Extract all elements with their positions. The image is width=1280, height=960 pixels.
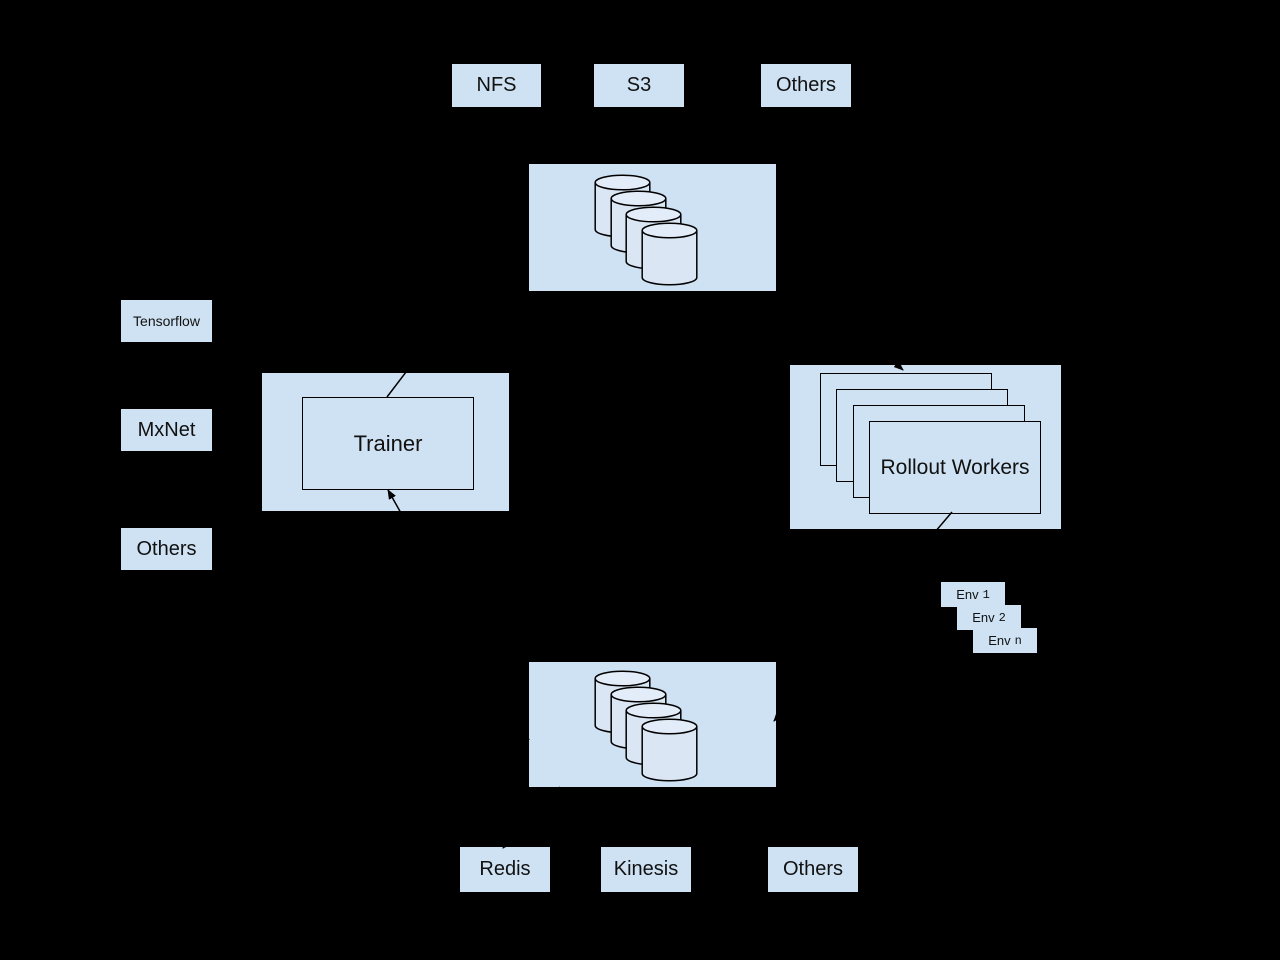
rollout-workers-label: Rollout Workers: [880, 455, 1030, 479]
service-box-others-bottom: Others: [768, 847, 858, 892]
framework-label: MxNet: [137, 418, 196, 441]
service-label: NFS: [476, 74, 517, 96]
service-label: Others: [775, 74, 837, 96]
framework-label: Tensorflow: [133, 313, 200, 329]
rollout-worker-box-front: Rollout Workers: [869, 421, 1041, 514]
framework-box-mxnet: MxNet: [121, 409, 212, 451]
service-label: Redis: [479, 858, 531, 880]
bottom-storage-panel: [529, 662, 776, 787]
service-label: Others: [782, 858, 844, 880]
framework-box-others: Others: [121, 528, 212, 570]
top-storage-panel: [529, 164, 776, 291]
env-label: Env: [972, 610, 995, 625]
service-box-kinesis: Kinesis: [601, 847, 691, 892]
service-label: Kinesis: [613, 858, 679, 880]
connector-top-storage-to-workers: [777, 257, 904, 371]
trainer-label: Trainer: [353, 430, 423, 456]
env-label: Env: [988, 633, 1011, 648]
rollout-workers-panel: Rollout Workers: [790, 365, 1061, 529]
env-index: 2: [998, 610, 1006, 625]
connector-workers-to-bottom-storage: [773, 511, 953, 722]
env-label: Env: [956, 587, 979, 602]
service-box-nfs: NFS: [452, 64, 541, 107]
service-box-redis: Redis: [460, 847, 550, 892]
connector-bottom-storage-to-trainer: [387, 489, 530, 741]
database-cylinder-icon: [641, 222, 698, 286]
framework-label: Others: [136, 537, 197, 560]
database-cylinder-icon: [641, 718, 698, 782]
trainer-panel: Trainer: [262, 373, 509, 511]
service-box-others-top: Others: [761, 64, 851, 107]
env-index: 1: [982, 587, 990, 602]
env-index: n: [1014, 633, 1022, 648]
connector-bottom-storage-to-redis: [502, 786, 561, 849]
trainer-box: Trainer: [302, 397, 474, 490]
service-box-s3: S3: [594, 64, 684, 107]
framework-box-tensorflow: Tensorflow: [121, 300, 212, 342]
service-label: S3: [626, 74, 652, 96]
